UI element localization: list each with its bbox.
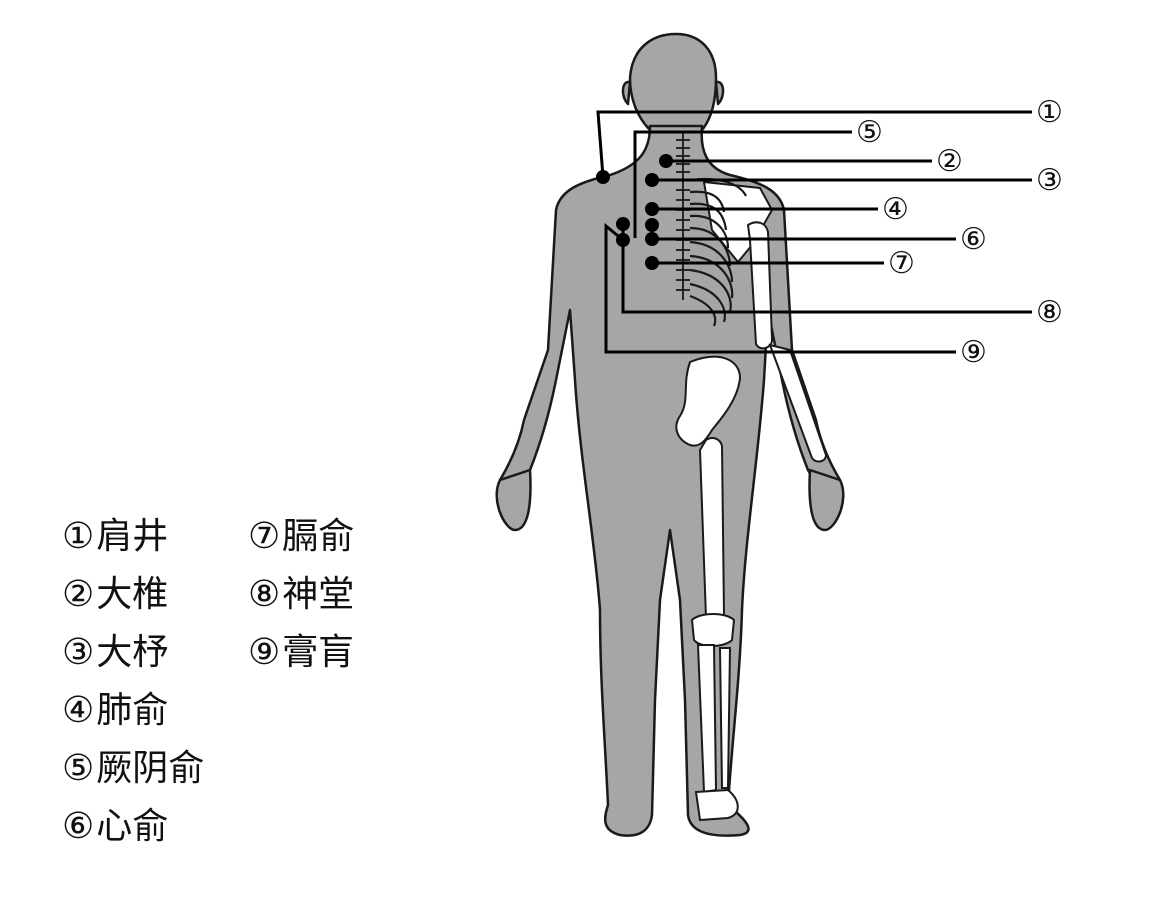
point-3 — [645, 173, 659, 187]
right-hand — [808, 468, 845, 532]
foot-bones — [694, 788, 739, 822]
point-9 — [616, 233, 630, 247]
knee — [690, 613, 736, 647]
leader-9 — [604, 222, 956, 354]
legend-item-2: ②大椎 — [62, 574, 169, 615]
humerus — [746, 221, 774, 350]
legend-column-right: ⑦膈俞 ⑧神堂 ⑨膏肓 — [248, 508, 354, 682]
legend-item-7: ⑦膈俞 — [248, 516, 355, 557]
legend-item-4: ④肺俞 — [62, 690, 169, 731]
point-7 — [645, 256, 659, 270]
legend-item-3: ③大杼 — [62, 632, 169, 673]
fibula — [718, 647, 732, 789]
point-5 — [645, 218, 659, 232]
leader-lines — [596, 110, 1032, 354]
legend-item-9: ⑨膏肓 — [248, 632, 355, 673]
skeleton — [675, 180, 828, 822]
point-6 — [645, 232, 659, 246]
ribs — [689, 177, 747, 327]
left-ear — [621, 80, 632, 106]
point-1 — [596, 170, 610, 184]
torso — [498, 124, 842, 837]
legend-label-9: 膏肓 — [282, 632, 355, 673]
legend-label-8: 神堂 — [282, 574, 355, 615]
legend-label-3: 大杼 — [96, 632, 169, 673]
callout-7: ⑦ — [888, 246, 915, 281]
leader-8 — [621, 224, 1032, 314]
callout-numbers: ① ⑤ ② ③ ④ ⑥ ⑦ ⑧ ⑨ — [856, 95, 1063, 370]
acupoint-dots — [596, 154, 673, 270]
legend-label-7: 膈俞 — [282, 516, 355, 557]
callout-1: ① — [1036, 95, 1063, 130]
leader-5 — [633, 130, 852, 238]
head — [628, 32, 718, 132]
callout-3: ③ — [1036, 163, 1063, 198]
body-silhouette — [495, 32, 845, 837]
legend-label-2: 大椎 — [96, 574, 169, 615]
legend-item-8: ⑧神堂 — [248, 574, 355, 615]
legend-label-4: 肺俞 — [96, 690, 169, 731]
leader-1 — [596, 110, 1032, 178]
forearm-bones — [768, 343, 828, 463]
pelvis — [675, 355, 742, 447]
callout-6: ⑥ — [960, 222, 987, 257]
right-ear — [714, 80, 725, 106]
callout-2: ② — [936, 144, 963, 179]
legend-item-5: ⑤厥阴俞 — [62, 748, 205, 789]
left-hand — [495, 468, 532, 532]
legend-label-5: 厥阴俞 — [96, 748, 205, 789]
legend-column-left: ①肩井 ②大椎 ③大杼 ④肺俞 ⑤厥阴俞 ⑥心俞 — [62, 508, 204, 856]
callout-4: ④ — [882, 192, 909, 227]
legend-item-6: ⑥心俞 — [62, 806, 169, 847]
callout-9: ⑨ — [960, 335, 987, 370]
legend-label-6: 心俞 — [96, 806, 169, 847]
point-4 — [645, 202, 659, 216]
callout-8: ⑧ — [1036, 295, 1063, 330]
point-2 — [659, 154, 673, 168]
callout-5: ⑤ — [856, 115, 883, 150]
legend-item-1: ①肩井 — [62, 516, 169, 557]
point-8 — [616, 217, 630, 231]
legend-label-1: 肩井 — [96, 516, 169, 557]
